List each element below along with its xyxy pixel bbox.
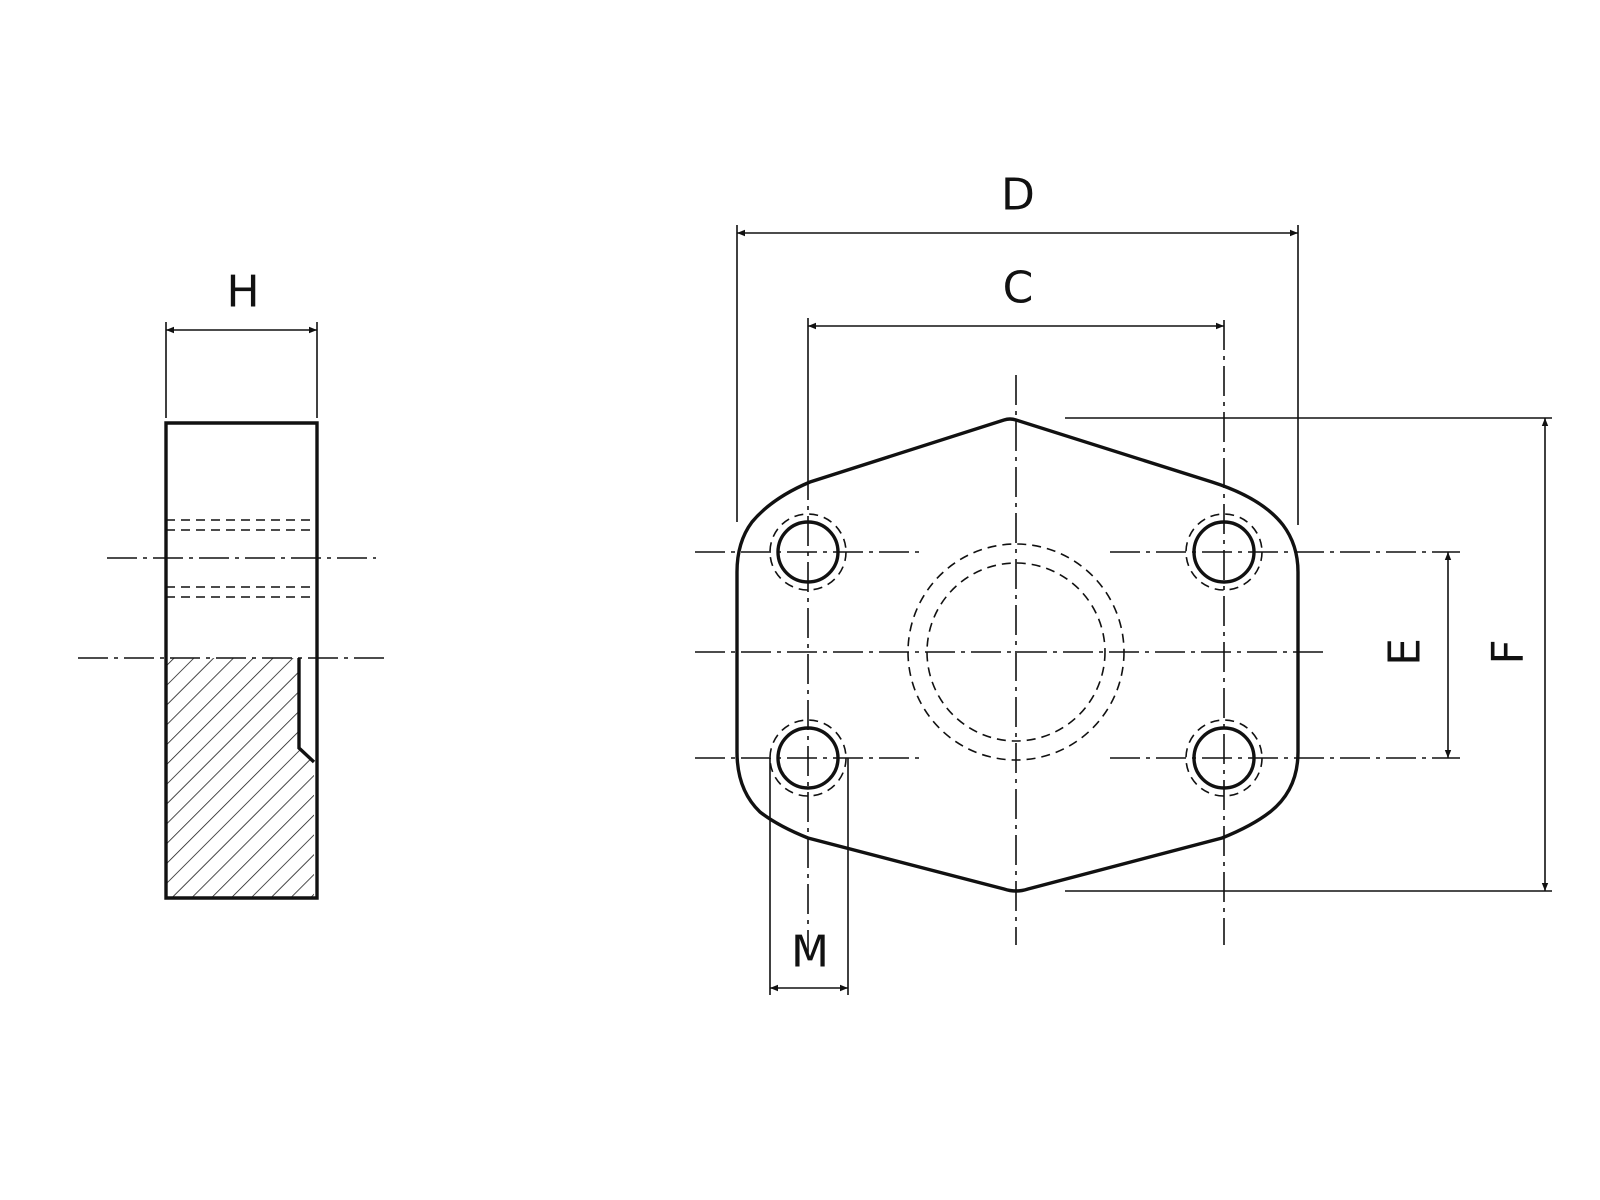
flange-outline bbox=[735, 417, 1300, 893]
dimension-label-h: H bbox=[226, 267, 259, 318]
side-inner-step bbox=[297, 658, 316, 764]
front-view: D C F E M bbox=[695, 170, 1552, 995]
side-section-view: H bbox=[78, 267, 386, 900]
dimension-label-d: D bbox=[1001, 170, 1035, 221]
dimension-label-c: C bbox=[1003, 263, 1034, 314]
section-hatch bbox=[166, 658, 314, 898]
side-body-outline bbox=[164, 421, 319, 900]
dimension-label-f: F bbox=[1483, 639, 1534, 664]
bore-inner-circle bbox=[926, 562, 1106, 742]
dimension-label-e: E bbox=[1380, 638, 1431, 666]
dimension-label-m: M bbox=[791, 927, 829, 978]
